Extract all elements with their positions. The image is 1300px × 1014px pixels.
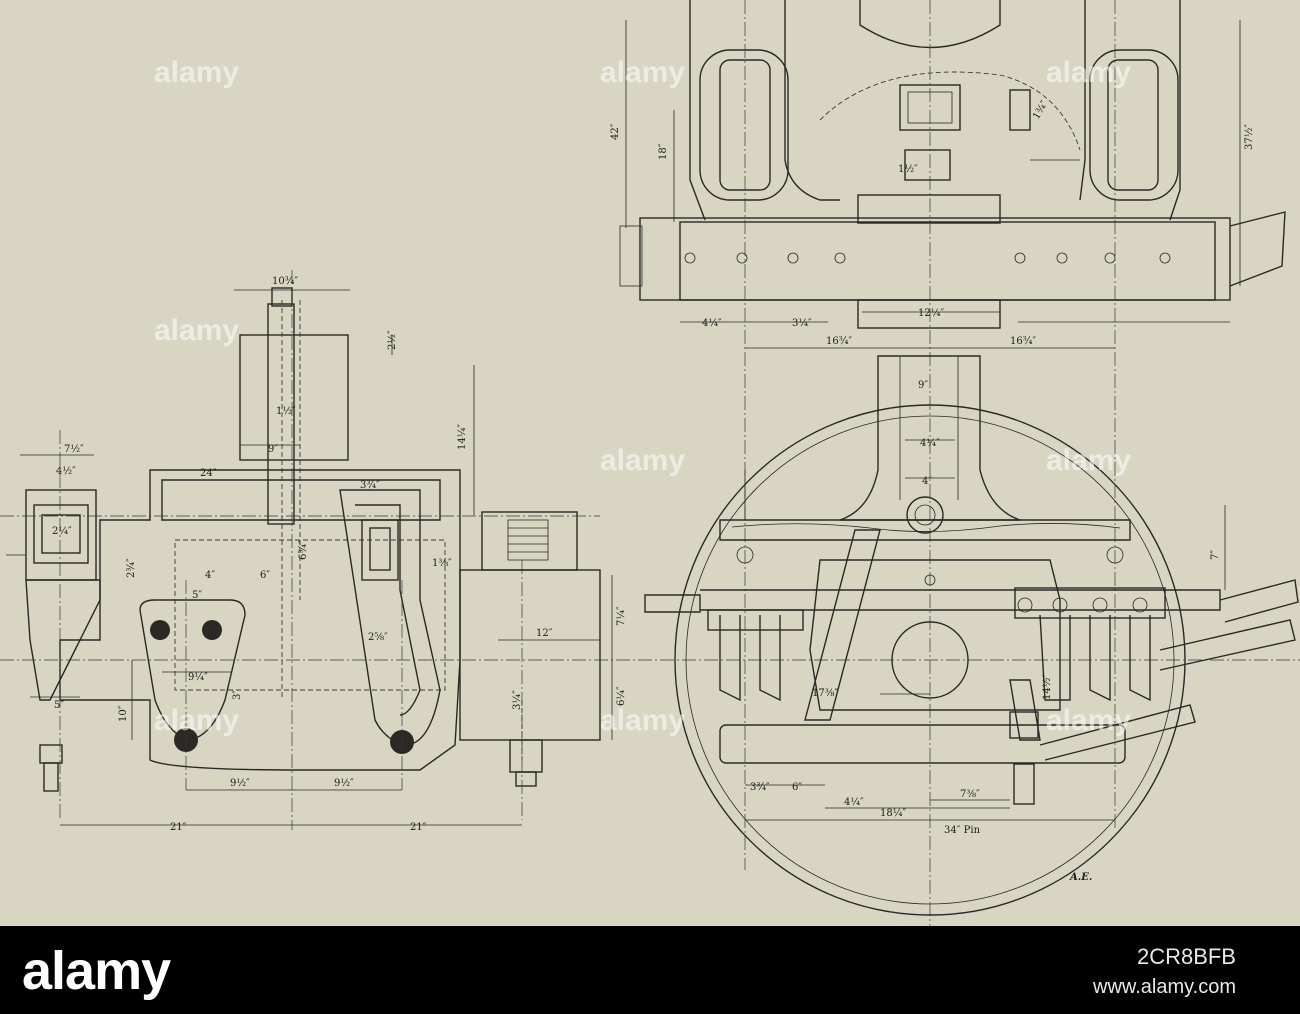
dim-label: 3″ (232, 690, 243, 700)
dim-label: 1½″ (276, 406, 296, 417)
dim-label: 7½″ (64, 444, 84, 455)
dim-label: 16¾″ (1010, 336, 1036, 347)
dim-label: 6″ (792, 782, 802, 793)
stock-footer-bar: alamy 2CR8BFB www.alamy.com (0, 926, 1300, 1014)
dim-label: 7⅜″ (960, 789, 980, 800)
dim-label: 6¾″ (298, 540, 309, 560)
draftsman-signature: A.E. (1069, 872, 1092, 883)
dim-label: 14½″ (1042, 674, 1053, 700)
watermark-text: alamy (154, 56, 239, 89)
dim-label: 14¼″ (457, 424, 468, 450)
alamy-logo: alamy (22, 941, 171, 1001)
dim-label: 2⅝″ (368, 632, 388, 643)
dim-label: 3¾″ (750, 782, 770, 793)
dim-label: 9½″ (230, 778, 250, 789)
dim-label: 7¼″ (616, 606, 627, 626)
dim-label: 3¼″ (792, 318, 812, 329)
stock-image-id: 2CR8BFB (1136, 944, 1236, 969)
dim-label: 9¼″ (188, 672, 208, 683)
dim-label: 5″ (54, 700, 64, 711)
dim-label: 2¼″ (52, 526, 72, 537)
dim-label: 4¼″ (920, 438, 940, 449)
dim-label: 1¾″ (1031, 99, 1051, 122)
stock-site-url: www.alamy.com (1093, 976, 1236, 998)
left-elevation-view (0, 270, 1300, 830)
dim-label: 16¾″ (826, 336, 852, 347)
dim-label: 4¼″ (844, 797, 864, 808)
dim-label: 9″ (918, 380, 928, 391)
dim-label: 1½″ (898, 164, 918, 175)
watermark-text: alamy (600, 56, 685, 89)
watermark-text: alamy (600, 444, 685, 477)
dim-label: 17⅜″ (812, 688, 838, 699)
dim-label: 2½″ (387, 330, 398, 350)
dim-label: 18″ (658, 143, 669, 160)
watermark-text: alamy (1046, 56, 1131, 89)
dim-label: 4″ (205, 570, 215, 581)
watermark-text: alamy (600, 704, 685, 737)
dim-label: 12¼″ (918, 308, 944, 319)
dim-label: 7″ (1210, 550, 1221, 560)
dim-label: 4″ (922, 476, 932, 487)
dim-label: 3¾″ (360, 480, 380, 491)
watermark-layer: alamy alamy alamy alamy alamy alamy alam… (154, 56, 1131, 737)
dim-label: 10″ (118, 705, 129, 722)
dim-label: 21″ (410, 822, 427, 833)
dim-label: 9½″ (334, 778, 354, 789)
pin-dimension-label: 34″ Pin (944, 825, 981, 836)
dim-label: 2¾″ (126, 558, 137, 578)
watermark-text: alamy (154, 704, 239, 737)
dim-label: 4½″ (56, 466, 76, 477)
dim-label: 4¼″ (702, 318, 722, 329)
top-plan-view (619, 0, 1286, 926)
dim-label: 1⅜″ (432, 558, 452, 569)
dim-label: 21″ (170, 822, 187, 833)
watermark-text: alamy (1046, 444, 1131, 477)
dim-label: 9″ (268, 444, 278, 455)
watermark-text: alamy (154, 314, 239, 347)
dim-label: 10¾″ (272, 276, 298, 287)
dim-label: 12″ (536, 628, 553, 639)
dim-label: 6¼″ (616, 686, 627, 706)
dim-label: 6″ (260, 570, 270, 581)
wheel-elevation-view (644, 355, 1299, 916)
dim-label: 18¼″ (880, 808, 906, 819)
dim-label: 5″ (192, 590, 202, 601)
dim-label: 37½″ (1244, 124, 1255, 150)
dim-label: 24″ (200, 468, 217, 479)
drawing-sheet: 10¾″ 2½″ 14¼″ 1½″ 9″ 24″ 6¾″ 6″ 4″ 5″ 3¾… (0, 0, 1300, 926)
locomotive-truck-engineering-drawing: 10¾″ 2½″ 14¼″ 1½″ 9″ 24″ 6¾″ 6″ 4″ 5″ 3¾… (0, 0, 1300, 926)
dim-label: 3¼″ (512, 690, 523, 710)
dim-label: 42″ (610, 123, 621, 140)
watermark-text: alamy (1046, 704, 1131, 737)
